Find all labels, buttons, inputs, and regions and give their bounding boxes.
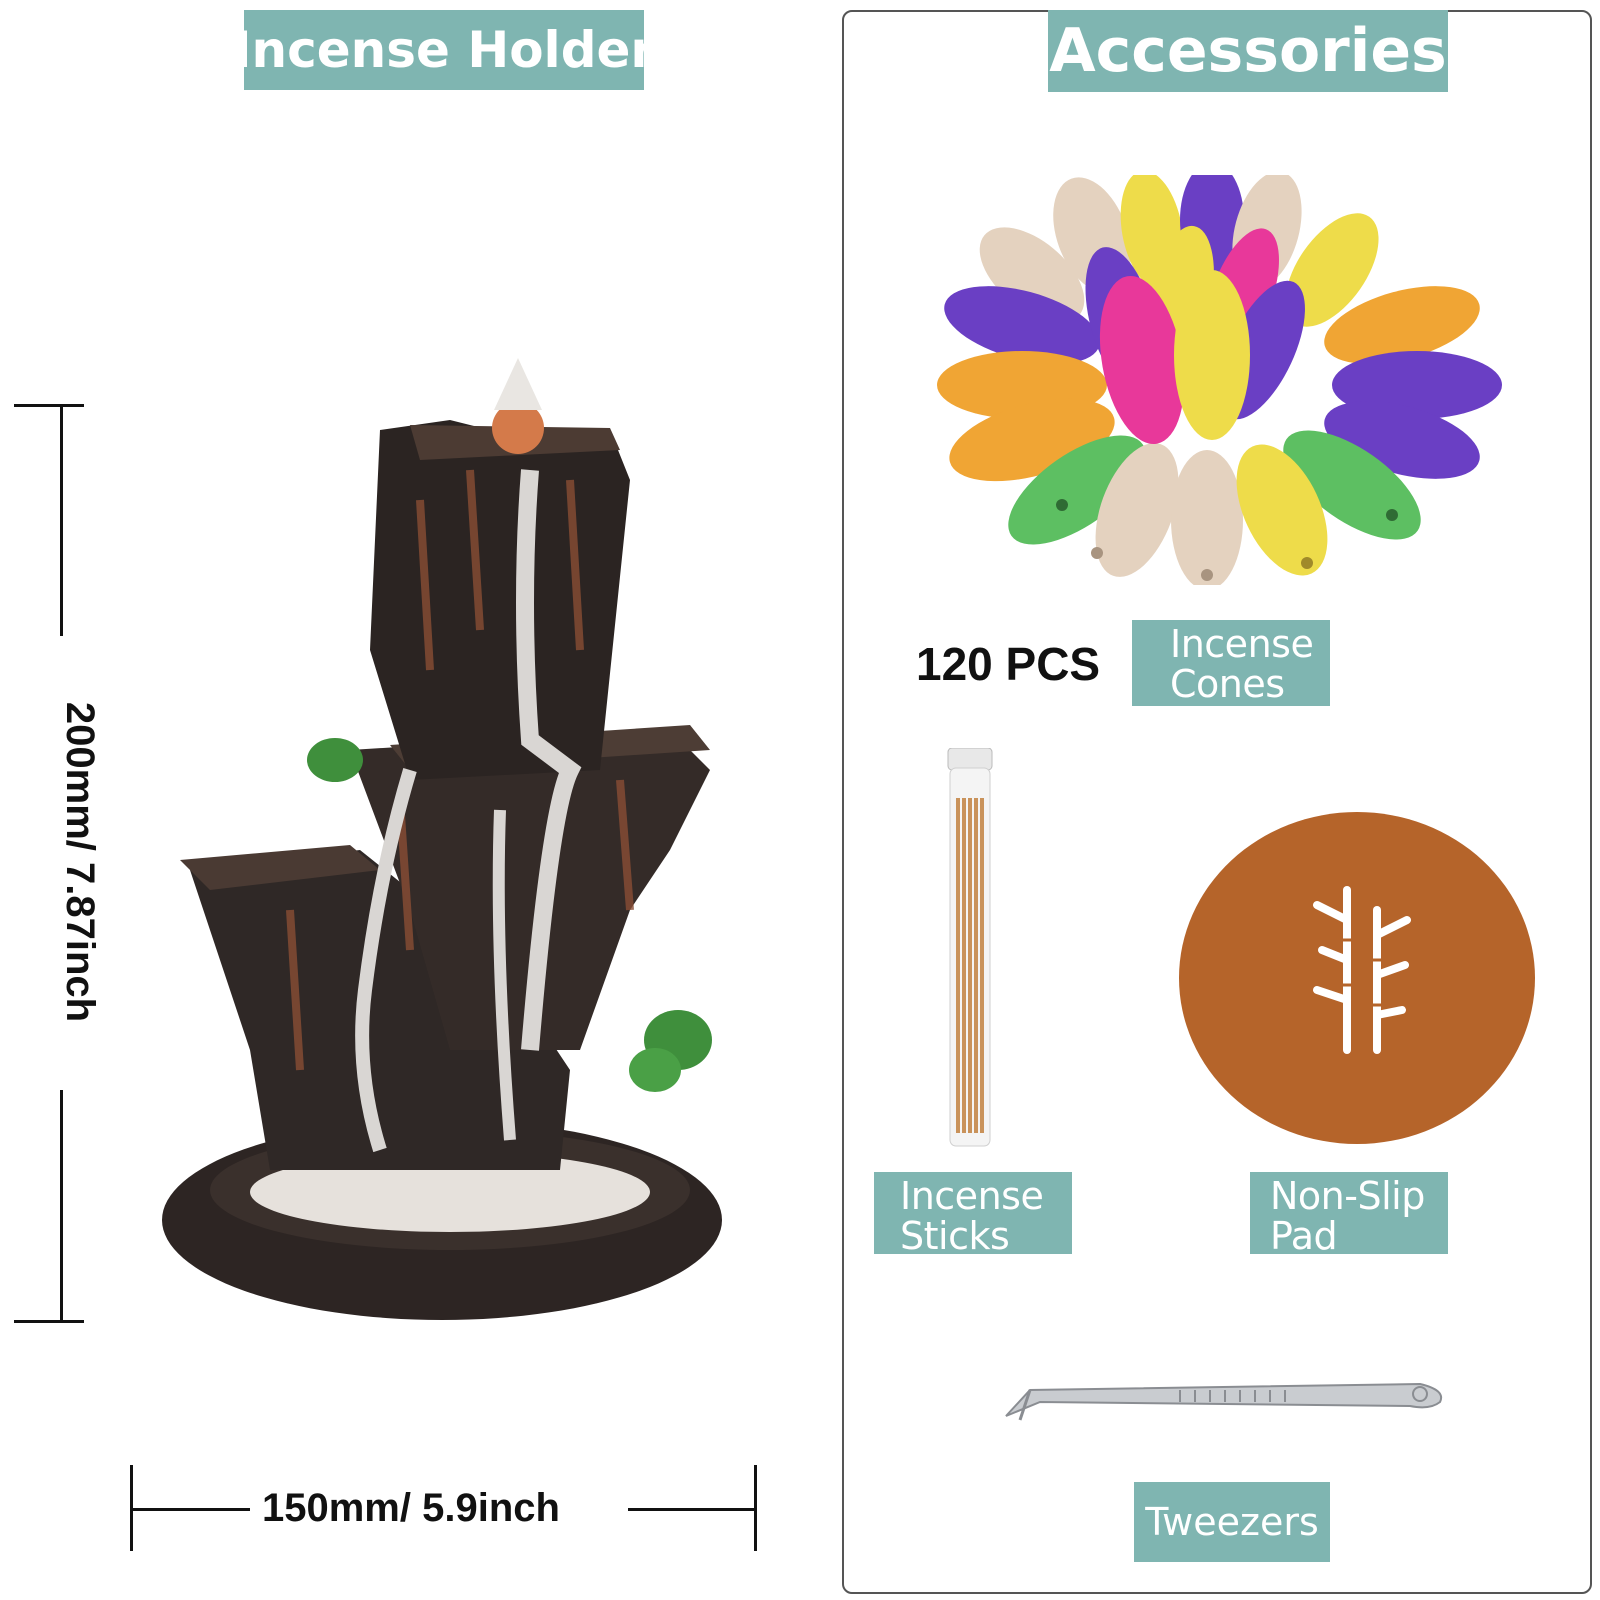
incense-sticks-label-line2: Sticks xyxy=(900,1214,1010,1258)
incense-cones-label: Incense Cones xyxy=(1132,620,1330,706)
width-dim-right-tick xyxy=(754,1465,757,1551)
incense-holder-title: Incense Holder xyxy=(233,10,655,90)
width-dim-line-left xyxy=(130,1508,250,1511)
accessories-title-text: Accessories xyxy=(1049,16,1447,86)
cones-count: 120 PCS xyxy=(916,638,1101,690)
incense-sticks-label: Incense Sticks xyxy=(874,1172,1072,1258)
incense-cones-label-line2: Cones xyxy=(1170,662,1285,706)
non-slip-pad-label-line1: Non-Slip xyxy=(1270,1174,1425,1218)
incense-sticks-tube-image xyxy=(947,748,993,1147)
incense-cones-image xyxy=(937,175,1502,585)
non-slip-pad-label-line2: Pad xyxy=(1270,1214,1338,1258)
incense-holder-title-text: Incense Holder xyxy=(232,21,656,79)
tweezers-label: Tweezers xyxy=(1134,1482,1330,1562)
height-dim-bottom-tick xyxy=(14,1320,84,1323)
incense-cones-label-line1: Incense xyxy=(1170,622,1314,666)
incense-sticks-label-line1: Incense xyxy=(900,1174,1044,1218)
width-dim-line-right xyxy=(628,1508,756,1511)
tweezers-label-text: Tweezers xyxy=(1145,1500,1319,1544)
tweezers-image xyxy=(1005,1382,1442,1421)
height-dim-top-tick xyxy=(14,404,84,407)
height-dimension-label: 200mm/ 7.87inch xyxy=(58,701,102,1023)
width-dimension-label: 150mm/ 5.9inch xyxy=(262,1486,560,1530)
accessories-title: Accessories xyxy=(1048,10,1448,92)
non-slip-pad-label: Non-Slip Pad xyxy=(1250,1172,1448,1258)
height-dim-line-bottom xyxy=(60,1090,63,1322)
waterfall-incense-holder-image xyxy=(162,358,722,1320)
bamboo-pad-image xyxy=(1179,812,1535,1144)
height-dim-line-top xyxy=(60,404,63,636)
